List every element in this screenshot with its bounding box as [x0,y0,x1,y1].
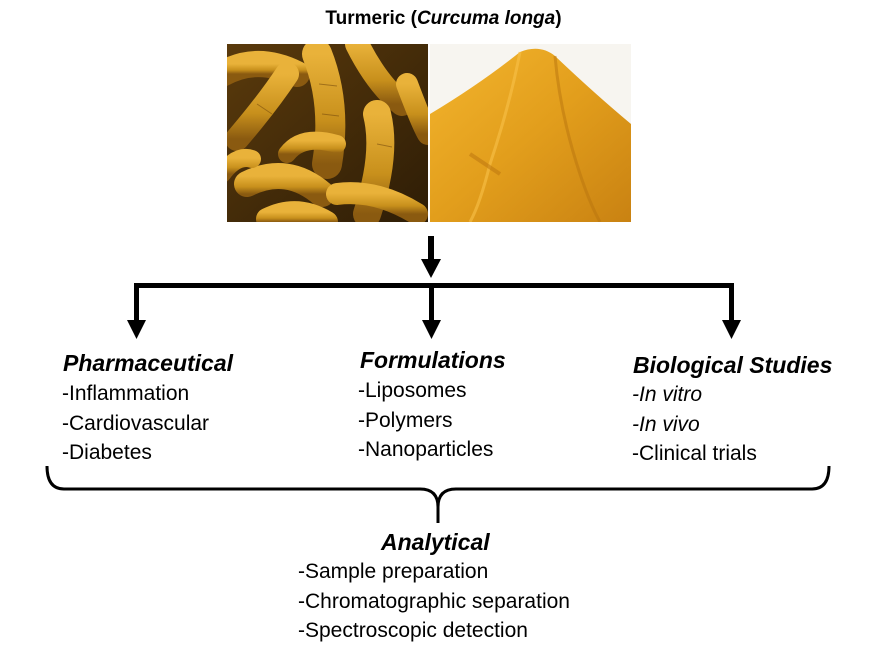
left-drop [134,283,139,323]
list-item: -Chromatographic separation [298,589,570,613]
turmeric-roots-image [227,44,428,222]
title-prefix: Turmeric ( [325,8,417,29]
list-item: -Liposomes [358,379,467,402]
category-list-formulations: -Liposomes -Polymers -Nanoparticles [358,376,493,465]
title-species: Curcuma longa [416,8,556,29]
list-item: -Sample preparation [298,560,489,583]
category-heading-analytical: Analytical [381,529,490,555]
category-list-biological-studies: -In vitro -In vivo -Clinical trials [632,380,757,469]
list-item: -In vivo [632,412,700,436]
grouping-bracket [45,465,831,523]
left-arrow-head [127,320,146,339]
category-list-pharmaceutical: -Inflammation -Cardiovascular -Diabetes [62,379,209,468]
right-drop [729,283,734,323]
list-item: -Spectroscopic detection [298,619,528,642]
turmeric-powder-image [430,44,631,222]
middle-drop [429,283,434,323]
list-item: -Clinical trials [632,442,757,465]
main-arrow-head [421,259,441,278]
title-suffix: ) [555,8,562,29]
right-arrow-head [722,320,741,339]
list-item: -In vitro [632,383,703,406]
list-item: -Polymers [358,408,453,432]
middle-arrow-head [422,320,441,339]
list-item: -Inflammation [62,382,190,405]
list-item: -Diabetes [62,441,152,464]
category-heading-biological-studies: Biological Studies [633,352,833,378]
category-heading-formulations: Formulations [360,347,506,373]
list-item: -Cardiovascular [62,411,210,435]
category-list-analytical: -Sample preparation -Chromatographic sep… [298,557,570,646]
category-heading-pharmaceutical: Pharmaceutical [63,350,234,376]
diagram-title: Turmeric (Curcuma longa) [0,8,887,30]
main-arrow-shaft [428,236,434,261]
list-item: -Nanoparticles [358,438,494,461]
